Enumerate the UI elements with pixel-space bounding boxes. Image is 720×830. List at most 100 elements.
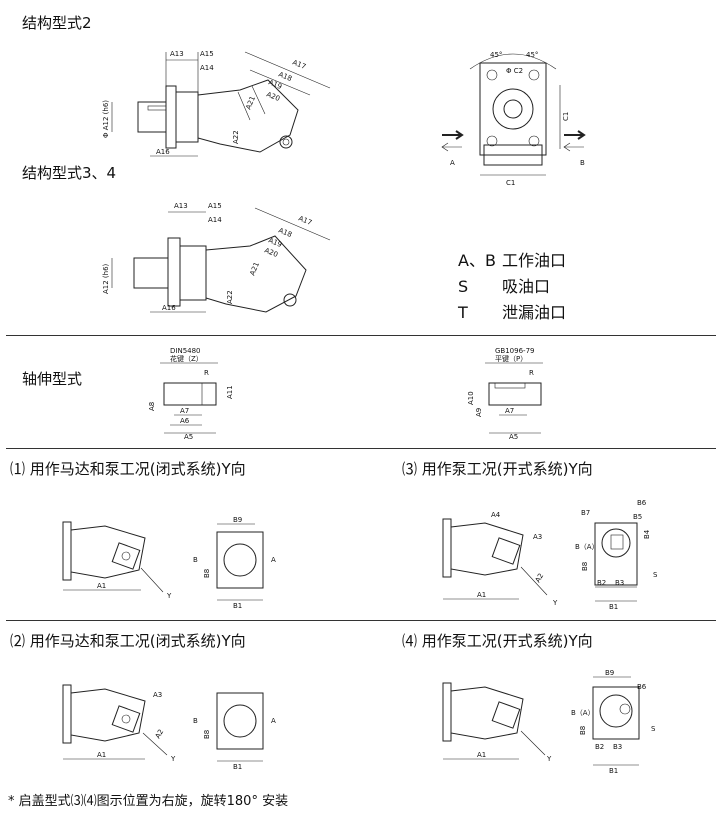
arrow-in-a-icon bbox=[442, 130, 464, 140]
mode3-label-a2: A2 bbox=[534, 572, 546, 584]
type2-dim-a18-line bbox=[249, 69, 311, 96]
mode3-label-b3: B3 bbox=[615, 579, 624, 587]
spline-label-r: R bbox=[204, 369, 209, 377]
type34-cylinder bbox=[205, 235, 307, 313]
front-bolt-br bbox=[528, 135, 540, 147]
mode2-label-a3: A3 bbox=[153, 691, 162, 699]
footnote: * 启盖型式⑶⑷图示位置为右旋，旋转180° 安装 bbox=[8, 794, 289, 809]
key-shaft bbox=[488, 382, 542, 406]
mode2-label-b1: B1 bbox=[233, 763, 242, 771]
spline-label-din: DIN5480 bbox=[170, 347, 201, 355]
heading-mode-3: ⑶ 用作泵工况(开式系统)Y向 bbox=[402, 460, 593, 478]
front-center-boss bbox=[492, 88, 534, 130]
mode2-label-a: A bbox=[271, 717, 276, 725]
heading-shaft: 轴伸型式 bbox=[22, 370, 83, 388]
type2-cylinder bbox=[197, 79, 299, 153]
legend-value-ab: 工作油口 bbox=[502, 251, 567, 270]
front-arc-45 bbox=[469, 53, 557, 70]
front-outer-plate bbox=[479, 62, 547, 156]
front-label-45-right: 45° bbox=[526, 51, 538, 59]
mode3-label-b5: B5 bbox=[633, 513, 642, 521]
mode4-label-a1: A1 bbox=[477, 751, 486, 759]
spline-label-a11: A11 bbox=[226, 385, 234, 399]
mode3-front-circle bbox=[601, 528, 631, 558]
type2-side-view: A13 A15 A14 A17 A18 A19 A20 A21 A22 Φ A1… bbox=[102, 50, 331, 157]
type34-label-a16: A16 bbox=[162, 304, 176, 312]
divider-middle bbox=[6, 448, 716, 449]
mode3-label-a3: A3 bbox=[533, 533, 542, 541]
mode4-label-b1: B1 bbox=[609, 767, 618, 775]
mode1-label-a: A bbox=[271, 556, 276, 564]
mode2-label-y: Y bbox=[170, 755, 176, 763]
type34-label-a15: A15 bbox=[208, 202, 222, 210]
mode1-port bbox=[121, 551, 131, 561]
type34-label-a18: A18 bbox=[277, 226, 293, 239]
mode2-front-circle bbox=[223, 704, 257, 738]
legend-value-s: 吸油口 bbox=[502, 277, 551, 296]
type34-label-a12: A12 (h6) bbox=[102, 263, 110, 294]
mode4-flange bbox=[442, 682, 452, 742]
mode1-label-b8: B8 bbox=[203, 569, 211, 578]
heading-mode-1: ⑴ 用作马达和泵工况(闭式系统)Y向 bbox=[10, 460, 246, 478]
mode1-front-circle bbox=[223, 543, 257, 577]
spline-label-a5: A5 bbox=[184, 433, 193, 441]
type34-label-a13: A13 bbox=[174, 202, 188, 210]
front-label-port-b: B bbox=[580, 159, 585, 167]
mode2-y-arrow bbox=[142, 732, 168, 756]
mode4-body bbox=[450, 686, 524, 740]
shaft-spline-view: DIN5480 花键（Z） R A5 A6 A7 A8 A11 bbox=[148, 347, 234, 441]
type2-label-a17: A17 bbox=[291, 58, 307, 71]
key-label-a10: A10 bbox=[467, 391, 475, 405]
mode3-label-a4: A4 bbox=[491, 511, 501, 519]
mode3-port-block bbox=[491, 537, 521, 565]
heading-mode-2: ⑵ 用作马达和泵工况(闭式系统)Y向 bbox=[10, 632, 246, 650]
mode1-body bbox=[70, 525, 146, 579]
type2-shaft bbox=[137, 101, 167, 133]
type2-port-inner bbox=[282, 138, 290, 146]
mode4-drawing: A1 Y B9 B6 B（A） B8 B2 B3 B1 S bbox=[442, 669, 656, 775]
legend-value-t: 泄漏油口 bbox=[502, 303, 567, 322]
mode4-front-circle bbox=[599, 694, 633, 728]
mode2-label-a2: A2 bbox=[154, 728, 166, 740]
mode3-label-s: S bbox=[653, 571, 658, 579]
heading-mode-4: ⑷ 用作泵工况(开式系统)Y向 bbox=[402, 632, 593, 650]
mode1-flange bbox=[62, 521, 72, 581]
type2-port-circle bbox=[279, 135, 293, 149]
mode4-front-body bbox=[592, 686, 640, 740]
type2-hatch bbox=[237, 85, 266, 121]
mode3-label-b7: B7 bbox=[581, 509, 590, 517]
front-bolt-bl bbox=[486, 135, 498, 147]
type34-label-a14: A14 bbox=[208, 216, 222, 224]
front-label-c2: Φ C2 bbox=[506, 67, 523, 75]
mode1-label-b9: B9 bbox=[233, 516, 242, 524]
spline-label-z: 花键（Z） bbox=[170, 354, 203, 363]
key-label-p: 平键（P） bbox=[495, 354, 527, 363]
type2-label-a15: A15 bbox=[200, 50, 214, 58]
type34-shaft bbox=[133, 257, 169, 289]
type2-body bbox=[175, 91, 199, 143]
mode3-label-b1: B1 bbox=[609, 603, 618, 611]
mode4-label-y: Y bbox=[546, 755, 552, 763]
type2-dim-a17-line bbox=[244, 51, 331, 89]
mode4-front-port bbox=[619, 703, 631, 715]
key-label-r: R bbox=[529, 369, 534, 377]
divider-upper bbox=[6, 335, 716, 336]
spline-shaft bbox=[163, 382, 217, 406]
mode2-port-block bbox=[111, 705, 141, 733]
arrow-in-b-icon bbox=[563, 142, 584, 152]
front-label-port-a: A bbox=[450, 159, 455, 167]
front-label-c1-side: C1 bbox=[562, 112, 570, 121]
mode4-label-b8: B8 bbox=[579, 726, 587, 735]
spline-label-a6: A6 bbox=[180, 417, 190, 425]
mode2-label-a1: A1 bbox=[97, 751, 106, 759]
mode3-label-a1: A1 bbox=[477, 591, 486, 599]
front-base bbox=[483, 144, 543, 166]
type2-label-a20: A20 bbox=[265, 90, 281, 103]
key-label-gb: GB1096-79 bbox=[495, 347, 534, 355]
mode2-label-b8: B8 bbox=[203, 730, 211, 739]
type34-dim-a17 bbox=[254, 207, 331, 241]
front-bolt-tl bbox=[486, 69, 498, 81]
